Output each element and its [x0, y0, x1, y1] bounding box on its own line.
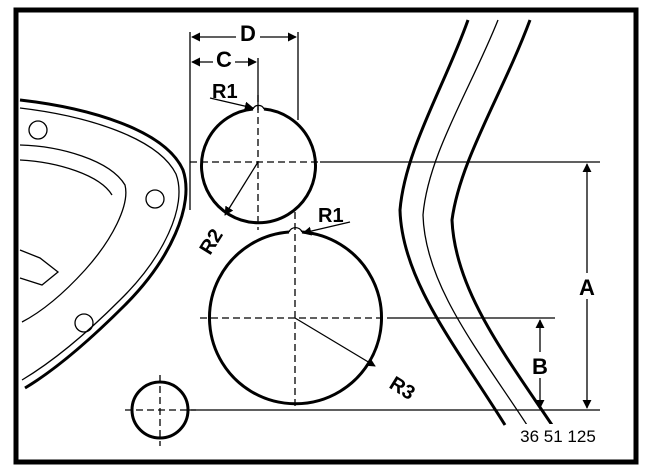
extension-lines — [188, 32, 600, 411]
mounting-hole — [28, 120, 48, 140]
radius-leaders — [209, 97, 376, 367]
dimension-a-label: A — [579, 275, 595, 300]
dimension-b-label: B — [532, 354, 548, 379]
mounting-hole — [74, 313, 94, 333]
r2-label: R2 — [196, 225, 228, 258]
left-panel-outline — [19, 98, 188, 390]
r1-lower-leader — [302, 221, 351, 236]
figure-reference-number: 36 51 125 — [520, 427, 596, 446]
mounting-hole — [145, 189, 165, 209]
dimension-c-label: C — [216, 47, 232, 72]
drawing-frame — [13, 7, 639, 465]
r3-leader — [294, 317, 376, 367]
r3-label: R3 — [385, 373, 418, 405]
dimension-d-label: D — [240, 21, 256, 46]
r1-lower-label: R1 — [318, 205, 344, 227]
right-panel-outline — [398, 19, 554, 426]
upper-opening — [190, 95, 320, 230]
r2-leader — [224, 161, 259, 216]
small-reference-hole — [125, 375, 196, 446]
lower-opening — [200, 212, 390, 410]
r1-top-leader — [209, 97, 254, 111]
r1-top-label: R1 — [212, 81, 238, 103]
